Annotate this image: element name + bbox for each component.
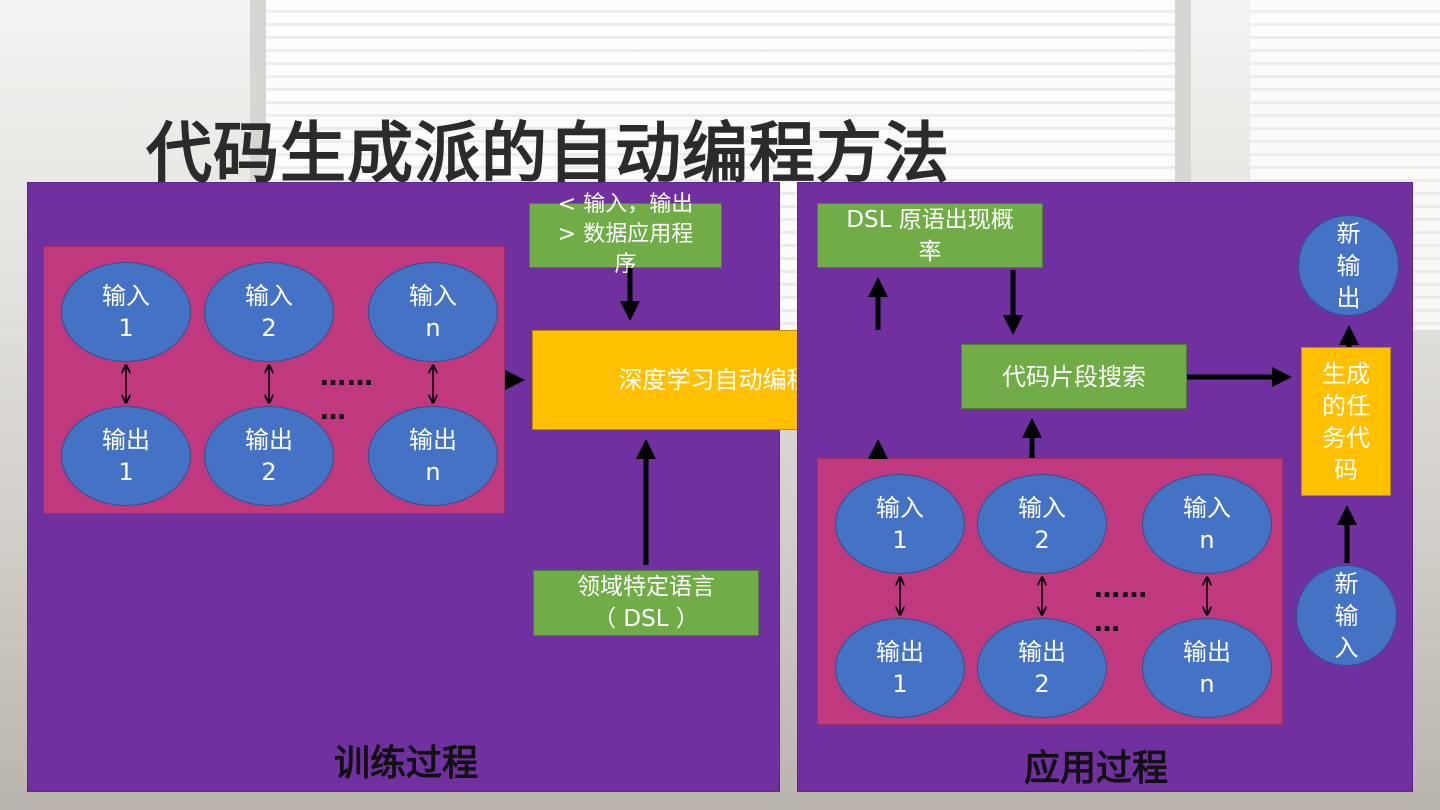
code-snippet-search-box: 代码片段搜索 [961,344,1187,409]
dsl-primitive-probability-box: DSL 原语出现概 率 [817,203,1043,268]
generated-task-code-box: 生成 的任 务代 码 [1301,347,1391,496]
application-ellipsis: ……… [1094,574,1148,638]
application-caption: 应用过程 [1024,748,1169,789]
training-ellipsis: ……… [320,362,374,426]
new-input-circle: 新 输 入 [1296,565,1397,666]
training-caption: 训练过程 [334,743,479,784]
new-output-circle: 新 输 出 [1298,215,1399,316]
dsl-box: 领域特定语言 （ DSL ） [533,570,759,636]
slide-title: 代码生成派的自动编程方法 [146,115,950,192]
io-data-box: < 输入，输出 > 数据应用程 序 [529,192,722,277]
